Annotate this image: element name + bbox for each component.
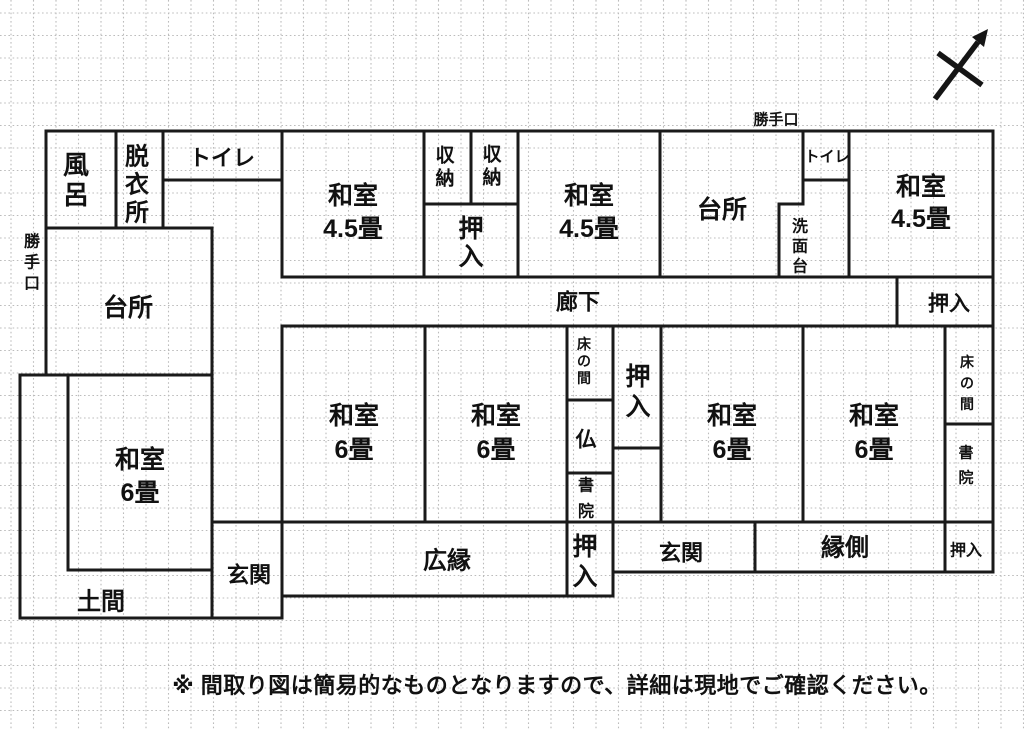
label-hallway: 廊下: [556, 290, 600, 315]
label-kitchen-right: 台所: [697, 195, 747, 224]
label-hiroen: 広縁: [423, 547, 471, 575]
label-doma: 土間: [77, 589, 125, 616]
label-shoin-2: 書院: [958, 444, 973, 487]
compass-north-arrow: [932, 29, 988, 101]
label-closet-5: 押入: [950, 541, 982, 560]
label-closet-1: 押入: [458, 215, 483, 271]
label-storage-2: 収納: [482, 144, 502, 189]
label-toilet-left: トイレ: [189, 146, 255, 171]
label-toilet-right: トイレ: [804, 149, 849, 166]
compass-arrowhead-icon: [972, 29, 988, 47]
label-entrance-1: 玄関: [227, 563, 271, 588]
label-washstand: 洗面台: [792, 217, 808, 276]
label-engawa: 縁側: [821, 534, 869, 562]
walls: [18, 129, 995, 620]
label-shoin-1: 書院: [578, 476, 594, 521]
label-butsudan: 仏: [576, 429, 597, 452]
label-tokonoma-1: 床の間: [577, 336, 592, 386]
compass-cross: [936, 50, 984, 88]
label-backdoor-left: 勝手口: [24, 232, 41, 293]
compass-shaft: [932, 40, 981, 101]
label-dressing-room: 脱衣所: [125, 143, 149, 227]
label-bath: 風呂: [63, 150, 89, 210]
label-closet-4: 押入: [572, 533, 597, 591]
label-storage-1: 収納: [435, 145, 455, 190]
disclaimer-note: ※ 間取り図は簡易的なものとなりますので、詳細は現地でご確認ください。: [172, 673, 942, 698]
label-entrance-2: 玄関: [659, 541, 703, 566]
label-closet-3: 押入: [625, 363, 650, 421]
label-tokonoma-2: 床の間: [960, 354, 975, 412]
label-closet-2: 押入: [928, 292, 970, 316]
label-backdoor-top: 勝手口: [753, 111, 798, 129]
label-kitchen-left: 台所: [103, 293, 153, 322]
